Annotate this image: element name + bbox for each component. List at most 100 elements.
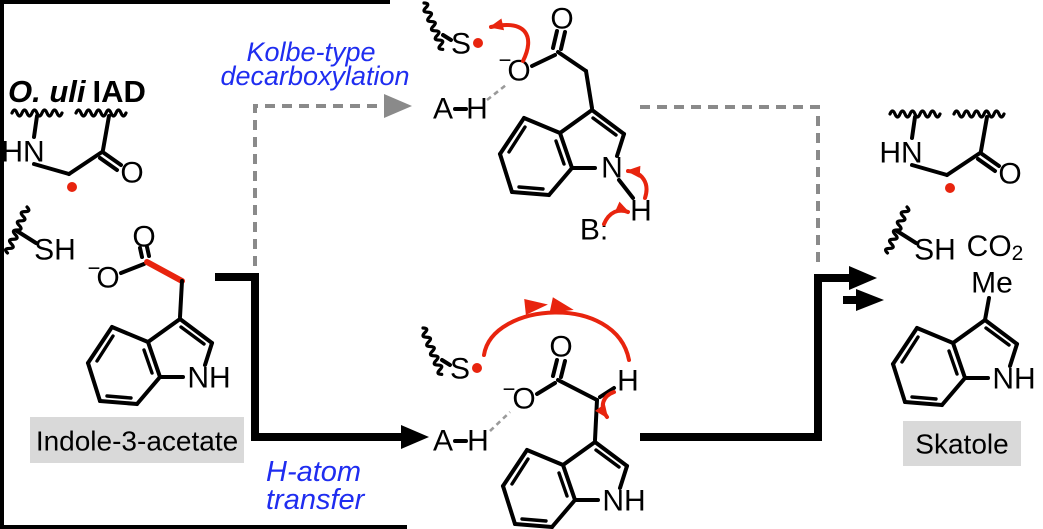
bond-line	[15, 229, 38, 245]
bond-line	[145, 245, 151, 258]
radical-dot	[473, 38, 483, 48]
base-label: B:	[580, 214, 608, 247]
label-background	[30, 417, 244, 463]
acid-a-label: A	[433, 425, 453, 458]
bond-line	[556, 378, 599, 402]
hydrogen-bond	[486, 83, 507, 102]
bond-line	[530, 53, 557, 68]
alpha-h-label: H	[617, 365, 639, 398]
arrowhead	[524, 298, 548, 315]
enzyme-fragment-left: HN O	[1, 108, 144, 192]
product-label: Skatole	[903, 421, 1021, 466]
product-name: Skatole	[915, 429, 1008, 460]
bond-line	[138, 246, 144, 259]
label-background	[903, 421, 1021, 466]
minus-charge-label: −	[88, 256, 101, 281]
bond-line	[551, 358, 559, 378]
acid-h-label: H	[466, 93, 488, 126]
bond-line	[98, 156, 119, 172]
hydrogen-bond	[489, 411, 511, 432]
arrowhead	[849, 266, 877, 290]
substrate-name: Indole-3-acetate	[36, 426, 238, 457]
kolbe-arrow	[253, 94, 412, 266]
acid-h-label: H	[467, 425, 489, 458]
arrowhead	[384, 94, 412, 118]
highlighted-ch2-bond	[144, 259, 185, 284]
thiol-sh-label: SH	[34, 234, 76, 267]
indole-nh-label: NH	[992, 363, 1035, 396]
carboxylate-oxygen-label: O	[96, 262, 119, 295]
carboxylate-oxygen-label: O	[507, 55, 530, 88]
bond-line	[102, 151, 123, 167]
bond-line	[617, 178, 635, 200]
bond-line	[983, 296, 991, 322]
hat-label-line1: H-atom	[266, 456, 361, 488]
truncation-squiggle	[74, 108, 128, 118]
top-border	[0, 0, 390, 4]
kolbe-label-line2: decarboxylation	[220, 61, 409, 91]
hat-label-line2: transfer	[266, 484, 366, 516]
bond-line	[556, 50, 588, 73]
thiyl-radical-top: S	[419, 0, 483, 61]
substrate-label: Indole-3-acetate	[30, 417, 244, 463]
bond-line	[101, 114, 111, 152]
indole-n-label: N	[601, 152, 623, 185]
enzyme-fragment-right	[879, 111, 1021, 193]
carboxylate-oxygen-label: O	[512, 383, 535, 416]
kolbe-pathway-label: Kolbe-type decarboxylation	[220, 37, 409, 91]
bond-line	[119, 262, 146, 275]
minus-charge-label: −	[503, 377, 516, 402]
bond-line	[441, 33, 453, 42]
methyl-label: Me	[971, 267, 1013, 300]
bond-line	[593, 398, 599, 442]
kolbe-intermediate: − O O N H B: A H	[433, 3, 652, 247]
electron-arrow-h-to-n	[626, 165, 649, 200]
hat-arrow	[215, 273, 429, 449]
sulfur-label: S	[451, 28, 471, 61]
arrowhead	[856, 289, 884, 311]
bond-line	[32, 162, 71, 176]
second-step-arrow	[843, 289, 884, 311]
nh-proton-label: H	[630, 195, 652, 228]
electron-arrow-ch-bond	[595, 390, 616, 419]
radical-dot	[67, 182, 77, 192]
thiyl-radical-bottom	[420, 327, 482, 386]
bond-line	[551, 29, 559, 50]
carbonyl-oxygen-label: O	[120, 157, 143, 190]
co2-label: CO2	[967, 230, 1024, 265]
hat-intermediate: − O O H NH A H	[433, 297, 646, 529]
species-name: O. uli	[8, 74, 87, 109]
minus-charge-label: −	[499, 48, 512, 73]
bond-line	[535, 381, 557, 396]
hat-pathway-label: H-atom transfer	[266, 456, 366, 516]
bond-line	[598, 386, 616, 399]
carbonyl-oxygen-label: O	[550, 3, 573, 36]
co2-subscript: 2	[1012, 242, 1024, 265]
thiol-left: SH	[3, 204, 76, 267]
bond-line	[584, 69, 594, 110]
carbonyl-oxygen-label: O	[549, 331, 572, 364]
kolbe-return-dashes	[640, 105, 820, 266]
bond-line	[559, 30, 567, 51]
carbonyl-oxygen-label: O	[132, 221, 155, 254]
bottom-border	[0, 525, 407, 529]
arrowhead	[401, 425, 429, 449]
thiol-right	[885, 206, 956, 267]
kolbe-label-line1: Kolbe-type	[246, 37, 375, 67]
bond-line	[67, 150, 104, 176]
left-border	[0, 0, 4, 529]
indole-nh-label: NH	[187, 362, 230, 395]
bond-line	[559, 359, 567, 379]
bond-line	[32, 114, 39, 139]
electron-arrow-carboxylate-to-s	[489, 18, 531, 63]
product-arrow	[640, 266, 877, 441]
electron-arrow-base-to-h	[602, 201, 630, 226]
indole-nh-label: NH	[602, 485, 645, 518]
enzyme-name: IAD	[93, 74, 146, 109]
skatole: Me NH	[891, 267, 1036, 407]
acid-a-label: A	[433, 93, 453, 126]
indole-3-acetate: − O O NH	[86, 221, 231, 406]
